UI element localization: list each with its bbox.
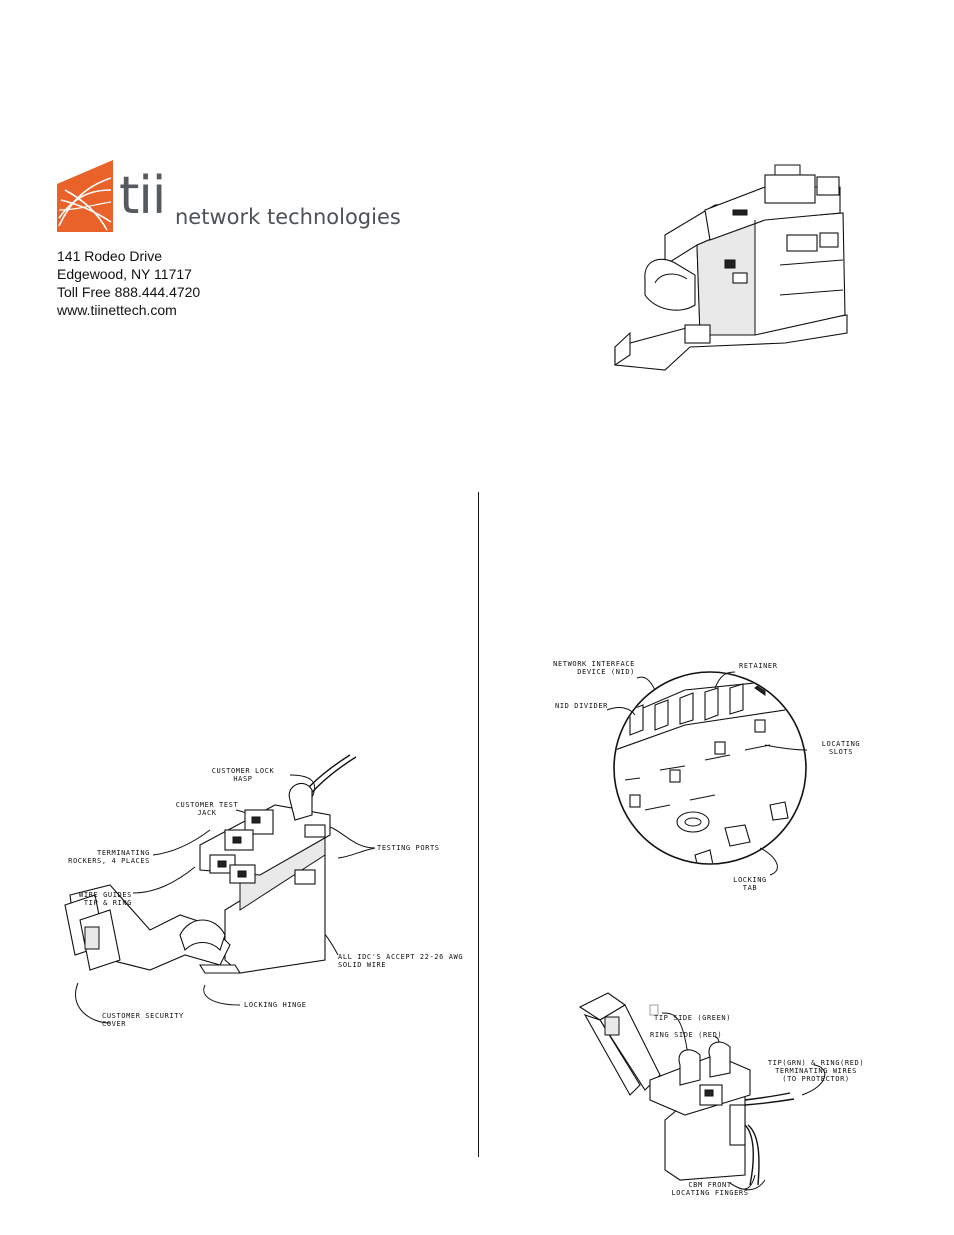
- address-website[interactable]: www.tiinettech.com: [57, 302, 177, 318]
- label-front-locating-fingers: CBM FRONT LOCATING FINGERS: [671, 1181, 749, 1197]
- address-city: Edgewood, NY 11717: [57, 266, 192, 282]
- label-customer-security-cover: CUSTOMER SECURITY COVER: [102, 1012, 184, 1028]
- label-locking-hinge: LOCKING HINGE: [244, 1001, 307, 1009]
- company-logo: tii network technologies: [57, 160, 407, 235]
- label-idc-note: ALL IDC'S ACCEPT 22-26 AWG SOLID WIRE: [338, 953, 464, 969]
- address-block: 141 Rodeo Drive Edgewood, NY 11717 Toll …: [57, 247, 277, 319]
- label-customer-lock-hasp: CUSTOMER LOCK HASP: [211, 767, 275, 783]
- nid-detail-drawing: [606, 671, 808, 876]
- label-ring-side: RING SIDE (RED): [650, 1031, 723, 1039]
- label-nid: NETWORK INTERFACE DEVICE (NID): [553, 660, 635, 676]
- logo-mark-icon: [57, 160, 113, 232]
- label-locating-slots: LOCATING SLOTS: [821, 740, 861, 756]
- label-locking-tab: LOCKING TAB: [733, 876, 767, 892]
- label-tip-side: TIP SIDE (GREEN): [654, 1014, 732, 1022]
- cbm-wiring-drawing: [578, 992, 826, 1191]
- label-customer-test-jack: CUSTOMER TEST JACK: [175, 801, 239, 817]
- figure-right-bottom: TIP SIDE (GREEN) RING SIDE (RED) TIP(GRN…: [570, 985, 880, 1205]
- logo-tagline: network technologies: [175, 205, 401, 229]
- address-street: 141 Rodeo Drive: [57, 248, 163, 264]
- label-wire-guides: WIRE GUIDES TIP & RING: [79, 891, 132, 907]
- label-terminating-rockers: TERMINATING ROCKERS, 4 PLACES: [68, 849, 150, 865]
- label-retainer: RETAINER: [739, 662, 778, 670]
- column-divider: [478, 492, 479, 1157]
- logo-wordmark: tii: [119, 166, 166, 226]
- cbm-assembly-drawing: [64, 754, 376, 1024]
- figure-left: CUSTOMER LOCK HASP CUSTOMER TEST JACK TE…: [50, 754, 480, 1045]
- label-terminating-wires: TIP(GRN) & RING(RED) TERMINATING WIRES (…: [767, 1059, 865, 1083]
- label-nid-divider: NID DIVIDER: [555, 702, 608, 710]
- product-illustration-top: [614, 164, 848, 371]
- label-testing-ports: TESTING PORTS: [377, 844, 440, 852]
- figure-right-top: NETWORK INTERFACE DEVICE (NID) RETAINER …: [545, 650, 885, 895]
- address-phone: Toll Free 888.444.4720: [57, 284, 201, 300]
